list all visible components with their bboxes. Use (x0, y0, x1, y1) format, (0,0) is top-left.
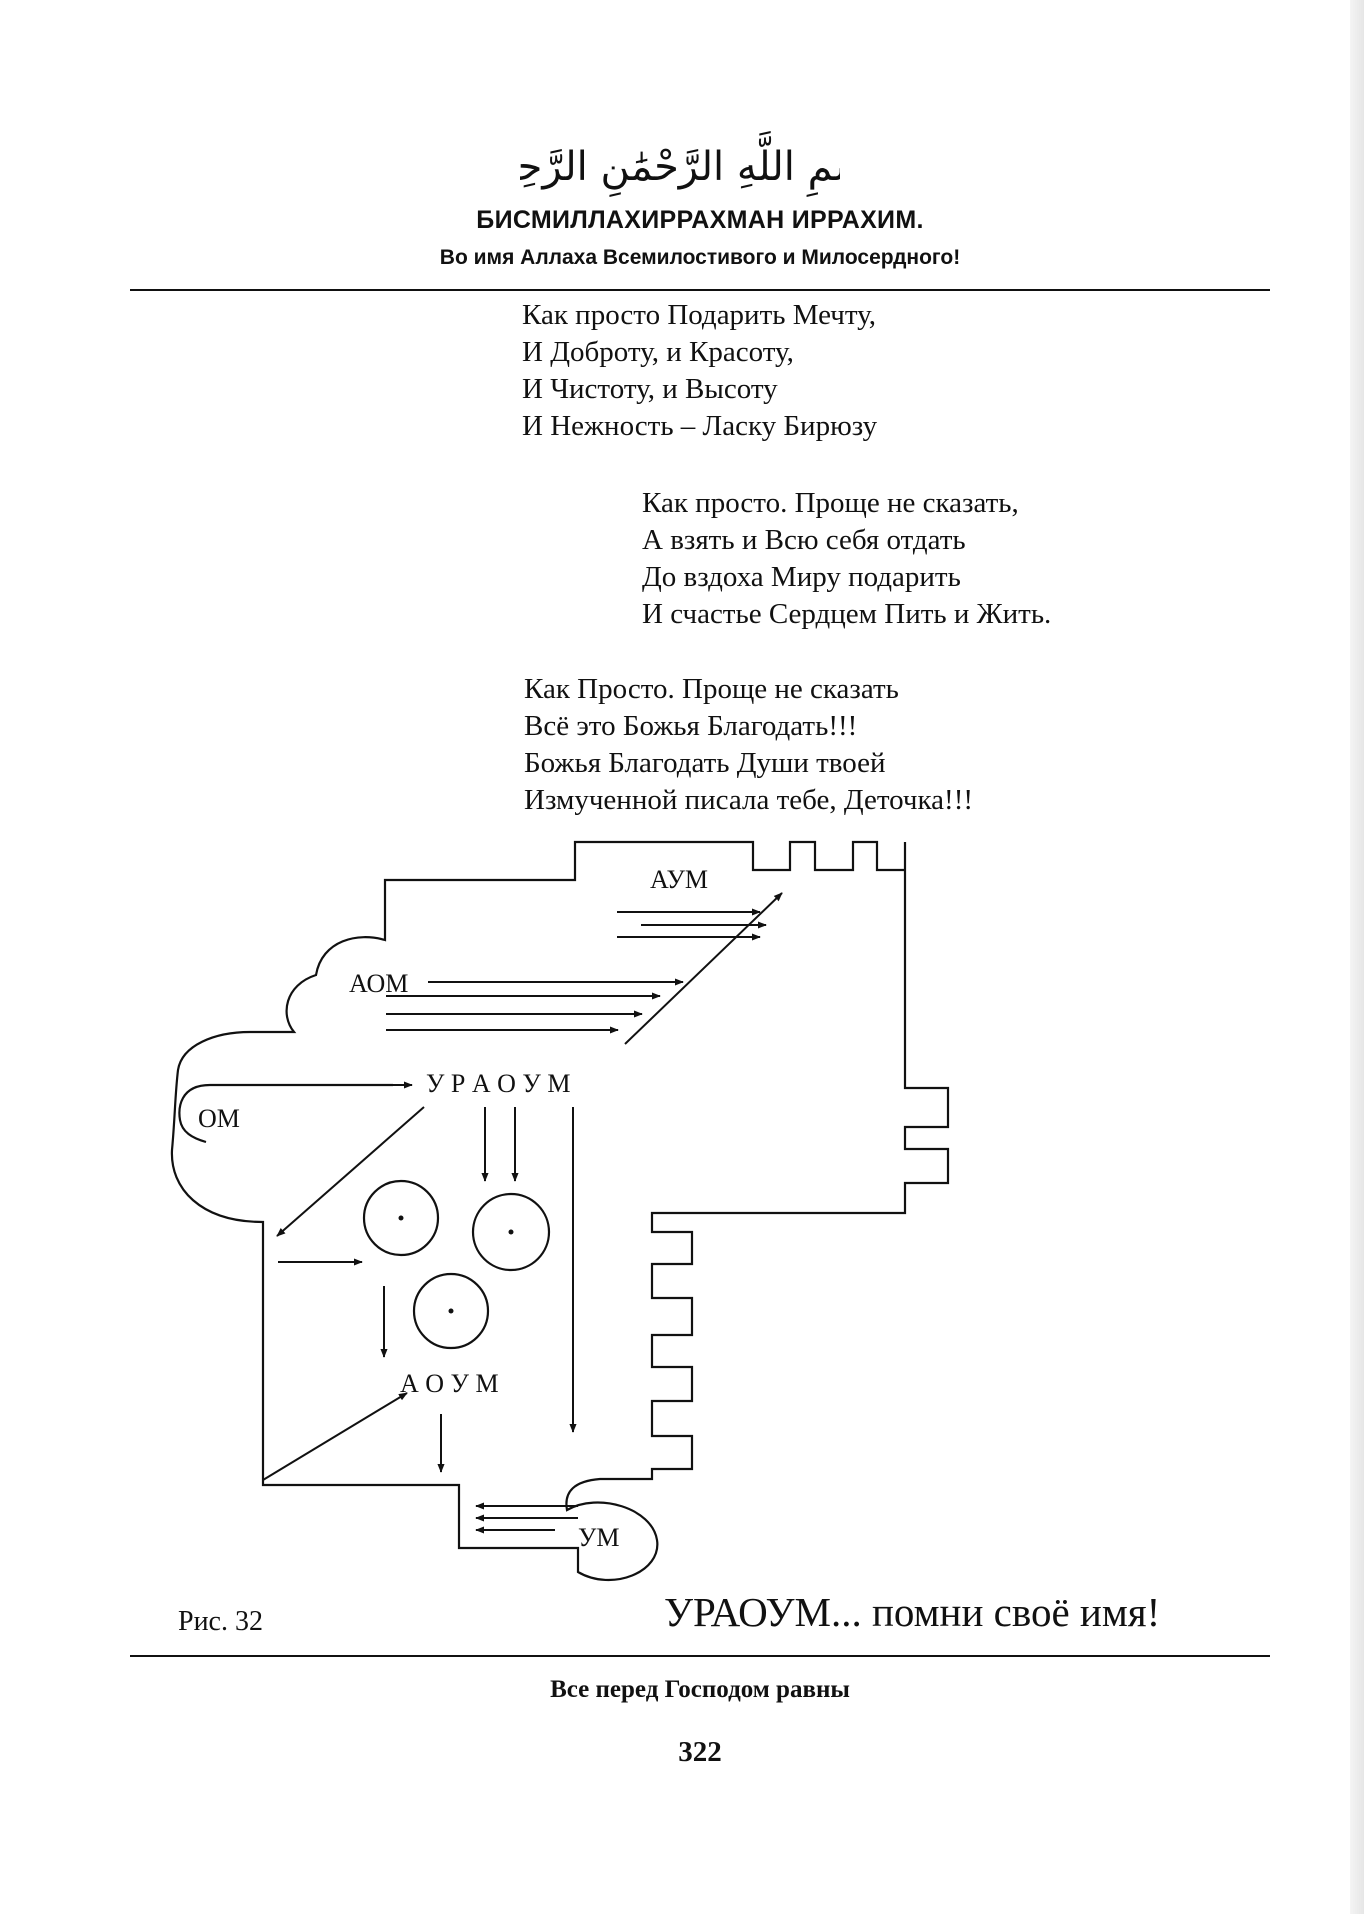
poem-stanza-1: Как просто Подарить Мечту, И Доброту, и … (522, 297, 877, 445)
poem-line: Как просто. Проще не сказать, (642, 487, 1019, 519)
circle-left (362, 1179, 440, 1257)
diagram-outline (170, 840, 950, 1582)
poem-stanza-2: Как просто. Проще не сказать, А взять и … (642, 485, 1051, 633)
poem-line: И Доброту, и Красоту, (522, 336, 794, 368)
label-aom: АОМ (349, 969, 408, 998)
label-aum: АУМ (650, 865, 708, 894)
poem-line: Как Просто. Проще не сказать (524, 673, 899, 705)
page-number: 322 (678, 1736, 722, 1768)
label-um: УМ (578, 1523, 620, 1552)
top-divider (130, 289, 1270, 291)
label-uraoum: У Р А О У М (426, 1069, 570, 1098)
poem-line: И Нежность – Ласку Бирюзу (522, 410, 878, 442)
poem-line: А взять и Всю себя отдать (642, 524, 966, 556)
poem-line: И счастье Сердцем Пить и Жить. (642, 598, 1052, 630)
uraoum-diag-arrow (276, 1106, 425, 1237)
label-aoum: А О У М (400, 1369, 499, 1398)
poem-line: Всё это Божья Благодать!!! (524, 710, 858, 742)
bottom-diag-arrow (262, 1392, 408, 1481)
poem-line: Как просто Подарить Мечту, (522, 299, 877, 331)
poem-stanza-3: Как Просто. Проще не сказать Всё это Бож… (524, 671, 973, 819)
poem-line: До вздоха Миру подарить (642, 561, 961, 593)
figure-caption: УРАОУМ... помни своё имя! (664, 1589, 1161, 1635)
bismillah-translation: Во имя Аллаха Всемилостивого и Милосердн… (439, 246, 961, 269)
circle-right (471, 1192, 551, 1272)
diagonal-arrow (624, 892, 783, 1045)
poem-line: Измученной писала тебе, Деточка!!! (524, 784, 974, 816)
footer-text: Все перед Господом равны (550, 1676, 850, 1703)
poem-line: И Чистоту, и Высоту (522, 373, 778, 405)
circle-bottom (412, 1272, 490, 1350)
poem-line: Божья Благодать Души твоей (524, 747, 886, 779)
om-swirl (178, 1083, 393, 1144)
bottom-divider (130, 1655, 1270, 1657)
figure-label: Рис. 32 (178, 1606, 263, 1637)
label-om: ОМ (198, 1104, 240, 1133)
page-edge-shadow (1350, 0, 1364, 1914)
arabic-calligraphy: بِسْمِ اللَّهِ الرَّحْمَٰنِ الرَّحِيمِ (520, 130, 840, 198)
bismillah-title: БИСМИЛЛАХИРРАХМАН ИРРАХИМ. (476, 206, 924, 234)
